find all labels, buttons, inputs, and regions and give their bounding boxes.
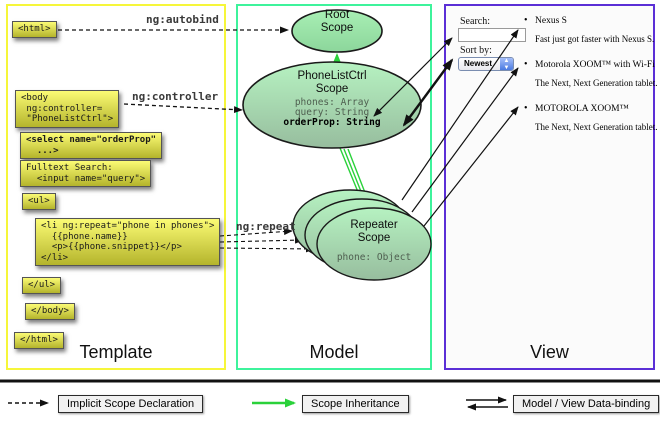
bullet-icon: • [524,59,528,70]
template-column-label: Template [79,342,153,362]
view-column: View Search: Sort by: Newest ▲▼ • Nexus S… [444,4,657,370]
code-li-repeat: <li ng:repeat="phone in phones"> {{phone… [35,218,221,266]
sort-dropdown[interactable]: Newest ▲▼ [458,57,514,71]
repeater-scope-title: Repeater Scope [350,219,398,244]
list-item: • Nexus S Fast just got faster with Nexus… [524,14,660,44]
code-body-close: </body> [25,303,75,320]
prop-phone: phone: Object [336,252,412,263]
code-select: <select name="orderProp" ...> [20,132,163,159]
bullet-icon: • [524,15,528,26]
code-ul-open: <ul> [22,193,56,210]
model-column-label: Model [309,342,359,362]
legend-scope-inheritance: Scope Inheritance [302,395,409,413]
phone-title: MOTOROLA XOOM™ [535,104,629,114]
sort-dropdown-value: Newest [464,59,493,68]
view-column-label: View [530,342,569,362]
legend-implicit-scope: Implicit Scope Declaration [58,395,204,413]
phonelistctrl-scope-title: PhoneListCtrl Scope [297,70,367,95]
controller-label: ng:controller [132,90,219,103]
bullet-icon: • [524,103,528,114]
phone-desc: The Next, Next Generation tablet. [535,122,658,132]
legend-data-binding: Model / View Data-binding [513,395,660,413]
autobind-label: ng:autobind [146,13,219,26]
code-ul-close: </ul> [22,277,62,294]
code-fulltext: Fulltext Search: <input name="query"> [20,160,152,187]
code-html-close: </html> [14,332,64,349]
phone-title: Motorola XOOM™ with Wi-Fi [535,60,655,70]
phone-list: • Nexus S Fast just got faster with Nexus… [524,14,660,146]
model-column: Model [236,4,432,370]
sort-by-label: Sort by: [460,45,492,56]
repeat-label: ng:repeat [236,220,296,233]
search-input[interactable] [458,28,526,42]
list-item: • Motorola XOOM™ with Wi-Fi The Next, Nex… [524,58,660,88]
code-html-open: <html> [12,21,57,38]
root-scope-title: Root Scope [320,9,354,34]
prop-orderprop: orderProp: String [283,117,381,128]
phone-title: Nexus S [535,16,567,26]
list-item: • MOTOROLA XOOM™ The Next, Next Generatio… [524,102,660,132]
dropdown-stepper-icon: ▲▼ [500,58,513,71]
code-body-open: <body ng:controller= "PhoneListCtrl"> [15,90,120,128]
phone-desc: Fast just got faster with Nexus S. [535,34,655,44]
search-label: Search: [460,16,490,27]
phone-desc: The Next, Next Generation tablet. [535,78,658,88]
